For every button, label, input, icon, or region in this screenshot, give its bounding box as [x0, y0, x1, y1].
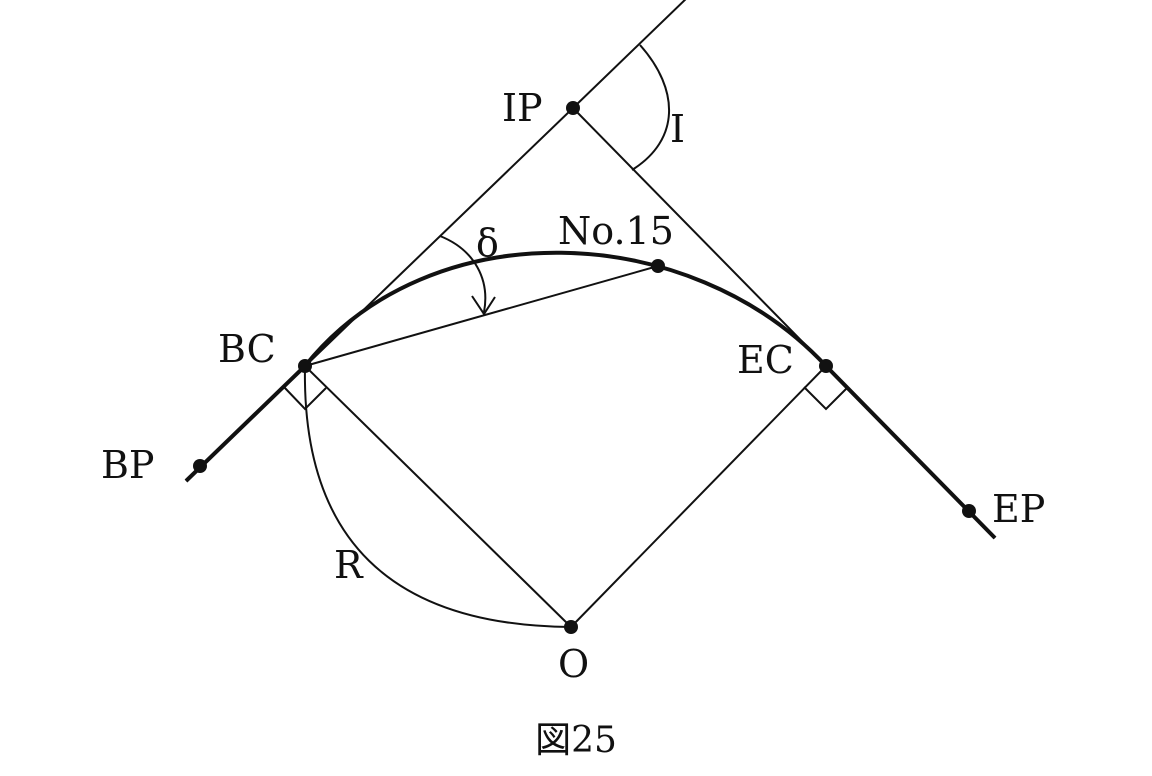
point-ec: [819, 359, 833, 373]
point-bc: [298, 359, 312, 373]
point-o: [564, 620, 578, 634]
point-no15: [651, 259, 665, 273]
right-angle-marker-bc: [283, 386, 327, 411]
radius-dimension-arc: [303, 365, 572, 628]
figure-caption: 図25: [535, 720, 617, 761]
deflection-angle-arc: [439, 235, 487, 313]
radius-line-ec-o: [570, 365, 827, 628]
intersection-angle-arc: [631, 44, 671, 171]
label-ec: EC: [737, 338, 794, 382]
label-ep: EP: [992, 487, 1045, 531]
label-bc: BC: [218, 327, 276, 371]
label-o: O: [558, 642, 589, 686]
point-ep: [962, 504, 976, 518]
circular-curve-bc-ec: [303, 250, 828, 368]
label-no15: No.15: [558, 209, 674, 253]
route-segment-bp-bc: [184, 364, 307, 483]
label-i: I: [670, 107, 685, 151]
deflection-angle-arrowhead: [471, 295, 496, 316]
label-ip: IP: [502, 86, 543, 130]
right-angle-marker-ec: [803, 386, 848, 411]
chord-bc-no15: [304, 265, 659, 367]
point-ip: [566, 101, 580, 115]
label-delta: δ: [476, 221, 499, 265]
label-bp: BP: [101, 443, 155, 487]
tangent-extension-beyond-ip: [572, 0, 687, 109]
label-r: R: [334, 543, 364, 587]
radius-line-bc-o: [304, 365, 572, 628]
point-bp: [193, 459, 207, 473]
